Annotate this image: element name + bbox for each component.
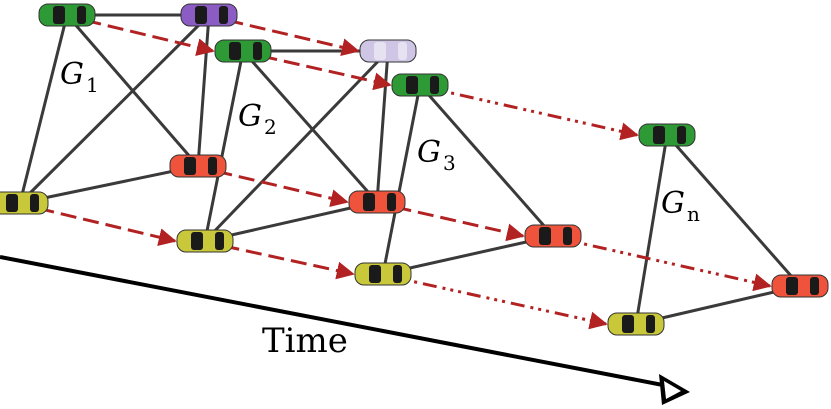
- car-icon-y1: [0, 191, 49, 215]
- time-axis: Time: [0, 255, 690, 405]
- car-icon-g1: [38, 3, 96, 27]
- svg-text:Gn: Gn: [661, 186, 700, 226]
- edge-g2-y2: [203, 50, 245, 242]
- edge-g1-y1: [18, 14, 69, 204]
- car-icon-g3: [391, 73, 449, 97]
- car-icon-p1: [180, 3, 238, 27]
- svg-text:G3: G3: [417, 135, 456, 175]
- time-arrow-head-inner: [664, 381, 681, 399]
- car-icon-y3: [354, 262, 412, 286]
- edge-g3-r3: [418, 84, 555, 237]
- car-icon-r2: [348, 190, 406, 214]
- edge-y3-r3: [382, 234, 554, 276]
- edge-gn-rn: [665, 134, 802, 287]
- edge-g3-y3: [381, 84, 422, 275]
- edge-p1-y1: [18, 13, 211, 205]
- svg-text:G1: G1: [60, 57, 99, 97]
- car-icon-r1: [169, 154, 227, 178]
- time-label: Time: [262, 321, 348, 361]
- car-icon-rn: [771, 274, 829, 298]
- trajectory-g3-gn: [415, 83, 639, 141]
- car-icon-lp2: [359, 39, 417, 63]
- trajectory-y3-yn: [378, 272, 608, 330]
- car-icon-yn: [607, 312, 665, 336]
- car-icon-g2: [214, 39, 272, 63]
- edge-y1-r1: [19, 164, 199, 205]
- edge-p1-r1: [196, 14, 211, 167]
- time-arrow-line: [0, 255, 669, 388]
- svg-text:G2: G2: [238, 99, 277, 139]
- edge-g2-r2: [241, 50, 379, 203]
- edge-gn-yn: [634, 134, 669, 325]
- edge-lp2-y2: [203, 49, 390, 243]
- car-icon-r3: [524, 224, 582, 248]
- car-icon-gn: [638, 123, 696, 147]
- edge-lp2-r2: [375, 50, 390, 203]
- car-icon-y2: [176, 229, 234, 253]
- edge-y2-r2: [204, 200, 378, 243]
- car-nodes: [0, 3, 829, 336]
- trajectory-r3-rn: [548, 234, 772, 292]
